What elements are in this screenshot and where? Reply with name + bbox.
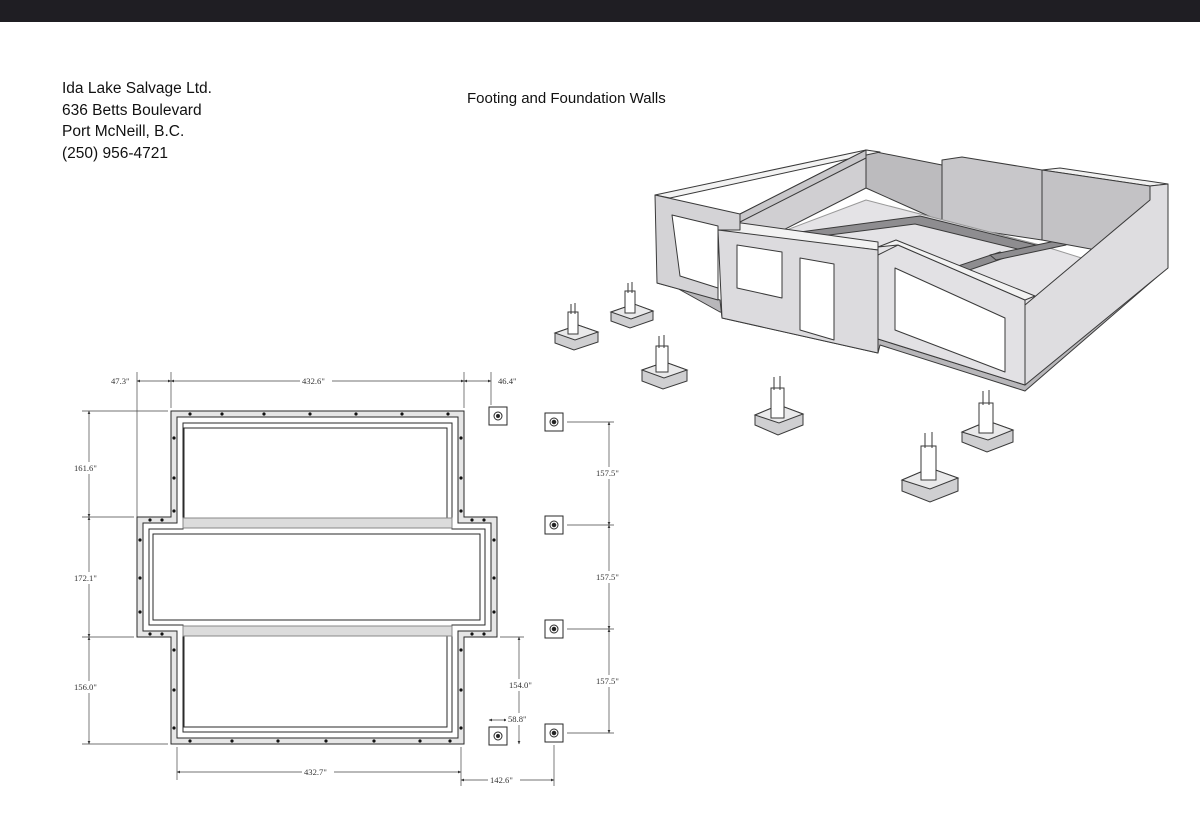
front-right-opening xyxy=(894,267,1006,373)
bump-window-2 xyxy=(799,257,835,341)
dim-bottom-right: 142.6" xyxy=(490,775,513,785)
company-address: 636 Betts Boulevard xyxy=(62,101,202,119)
dim-pier-spacing-3: 157.5" xyxy=(596,676,619,686)
beam-upper xyxy=(182,517,453,529)
dim-bottom-middle: 432.7" xyxy=(304,767,327,777)
pier-3d-1 xyxy=(553,303,600,351)
floor-beam-3 xyxy=(989,239,1067,261)
bump-window-1 xyxy=(736,244,783,299)
pier-pad-6 xyxy=(488,726,508,746)
pier-3d-4 xyxy=(753,376,805,436)
front-right-wall-top xyxy=(877,239,1036,301)
foundation-plan xyxy=(136,410,498,745)
pier-footings-3d xyxy=(553,282,1015,503)
dim-inner-right: 154.0" xyxy=(509,680,532,690)
dimension-labels: 47.3" 432.6" 46.4" 161.6" 172.1" 156.0" … xyxy=(72,375,626,786)
company-info: Ida Lake Salvage Ltd. 636 Betts Boulevar… xyxy=(62,78,212,164)
dim-top-middle: 432.6" xyxy=(302,376,325,386)
dim-top-right: 46.4" xyxy=(498,376,517,386)
pier-3d-5 xyxy=(960,390,1015,453)
pier-3d-3 xyxy=(640,335,689,390)
room-middle xyxy=(152,533,481,621)
beam-lower xyxy=(182,625,453,637)
room-top xyxy=(183,427,448,519)
wall-inner-line xyxy=(148,422,486,733)
left-wall-front xyxy=(739,149,867,223)
pier-pad-1 xyxy=(488,406,508,426)
dim-left-bottom: 156.0" xyxy=(74,682,97,692)
dim-left-middle: 172.1" xyxy=(74,573,97,583)
company-city: Port McNeill, B.C. xyxy=(62,123,185,140)
pier-pads-plan xyxy=(488,406,564,746)
pier-pad-3 xyxy=(544,515,564,535)
company-phone: (250) 956-4721 xyxy=(62,144,168,162)
pier-pad-5 xyxy=(544,723,564,743)
dim-pier-offset: 58.8" xyxy=(508,714,527,724)
sheet-title: Footing and Foundation Walls xyxy=(467,90,666,107)
room-bottom xyxy=(183,635,448,728)
foundation-3d-view xyxy=(654,149,1169,392)
pier-3d-2 xyxy=(609,282,655,329)
header-bar xyxy=(0,0,1200,22)
dim-left-top: 161.6" xyxy=(74,463,97,473)
anchor-bolts xyxy=(138,412,496,743)
dim-pier-spacing-2: 157.5" xyxy=(596,572,619,582)
pier-3d-6 xyxy=(900,432,960,503)
pier-pad-2 xyxy=(544,412,564,432)
pier-pad-4 xyxy=(544,619,564,639)
left-wall-opening xyxy=(671,214,719,289)
dim-top-left: 47.3" xyxy=(111,376,130,386)
dim-pier-spacing-1: 157.5" xyxy=(596,468,619,478)
company-name: Ida Lake Salvage Ltd. xyxy=(62,80,212,97)
